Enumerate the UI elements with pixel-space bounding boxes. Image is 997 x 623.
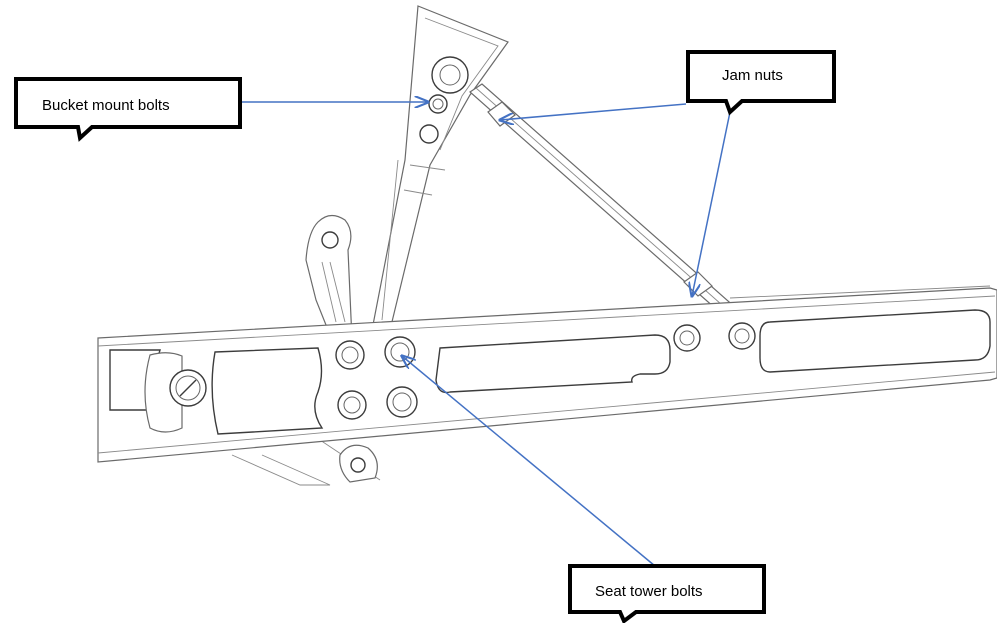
label-seat-tower-bolts: Seat tower bolts bbox=[595, 583, 703, 600]
label-bucket-mount-bolts: Bucket mount bolts bbox=[42, 97, 170, 114]
callout-jam-nuts: Jam nuts bbox=[686, 50, 836, 116]
left-bracket bbox=[305, 214, 353, 341]
callout-seat-tower-bolts: Seat tower bolts bbox=[568, 564, 766, 623]
callout-arrows bbox=[240, 102, 731, 567]
jam-nut-arrow-upper bbox=[500, 103, 687, 120]
jam-nut-arrow-lower bbox=[692, 111, 731, 296]
main-frame-rail bbox=[97, 285, 997, 463]
callout-bucket-mount-bolts: Bucket mount bolts bbox=[14, 77, 242, 142]
lower-brace bbox=[231, 439, 381, 486]
label-jam-nuts: Jam nuts bbox=[722, 67, 783, 84]
bucket-tower bbox=[371, 5, 509, 331]
seat-tower-arrow bbox=[402, 356, 656, 567]
